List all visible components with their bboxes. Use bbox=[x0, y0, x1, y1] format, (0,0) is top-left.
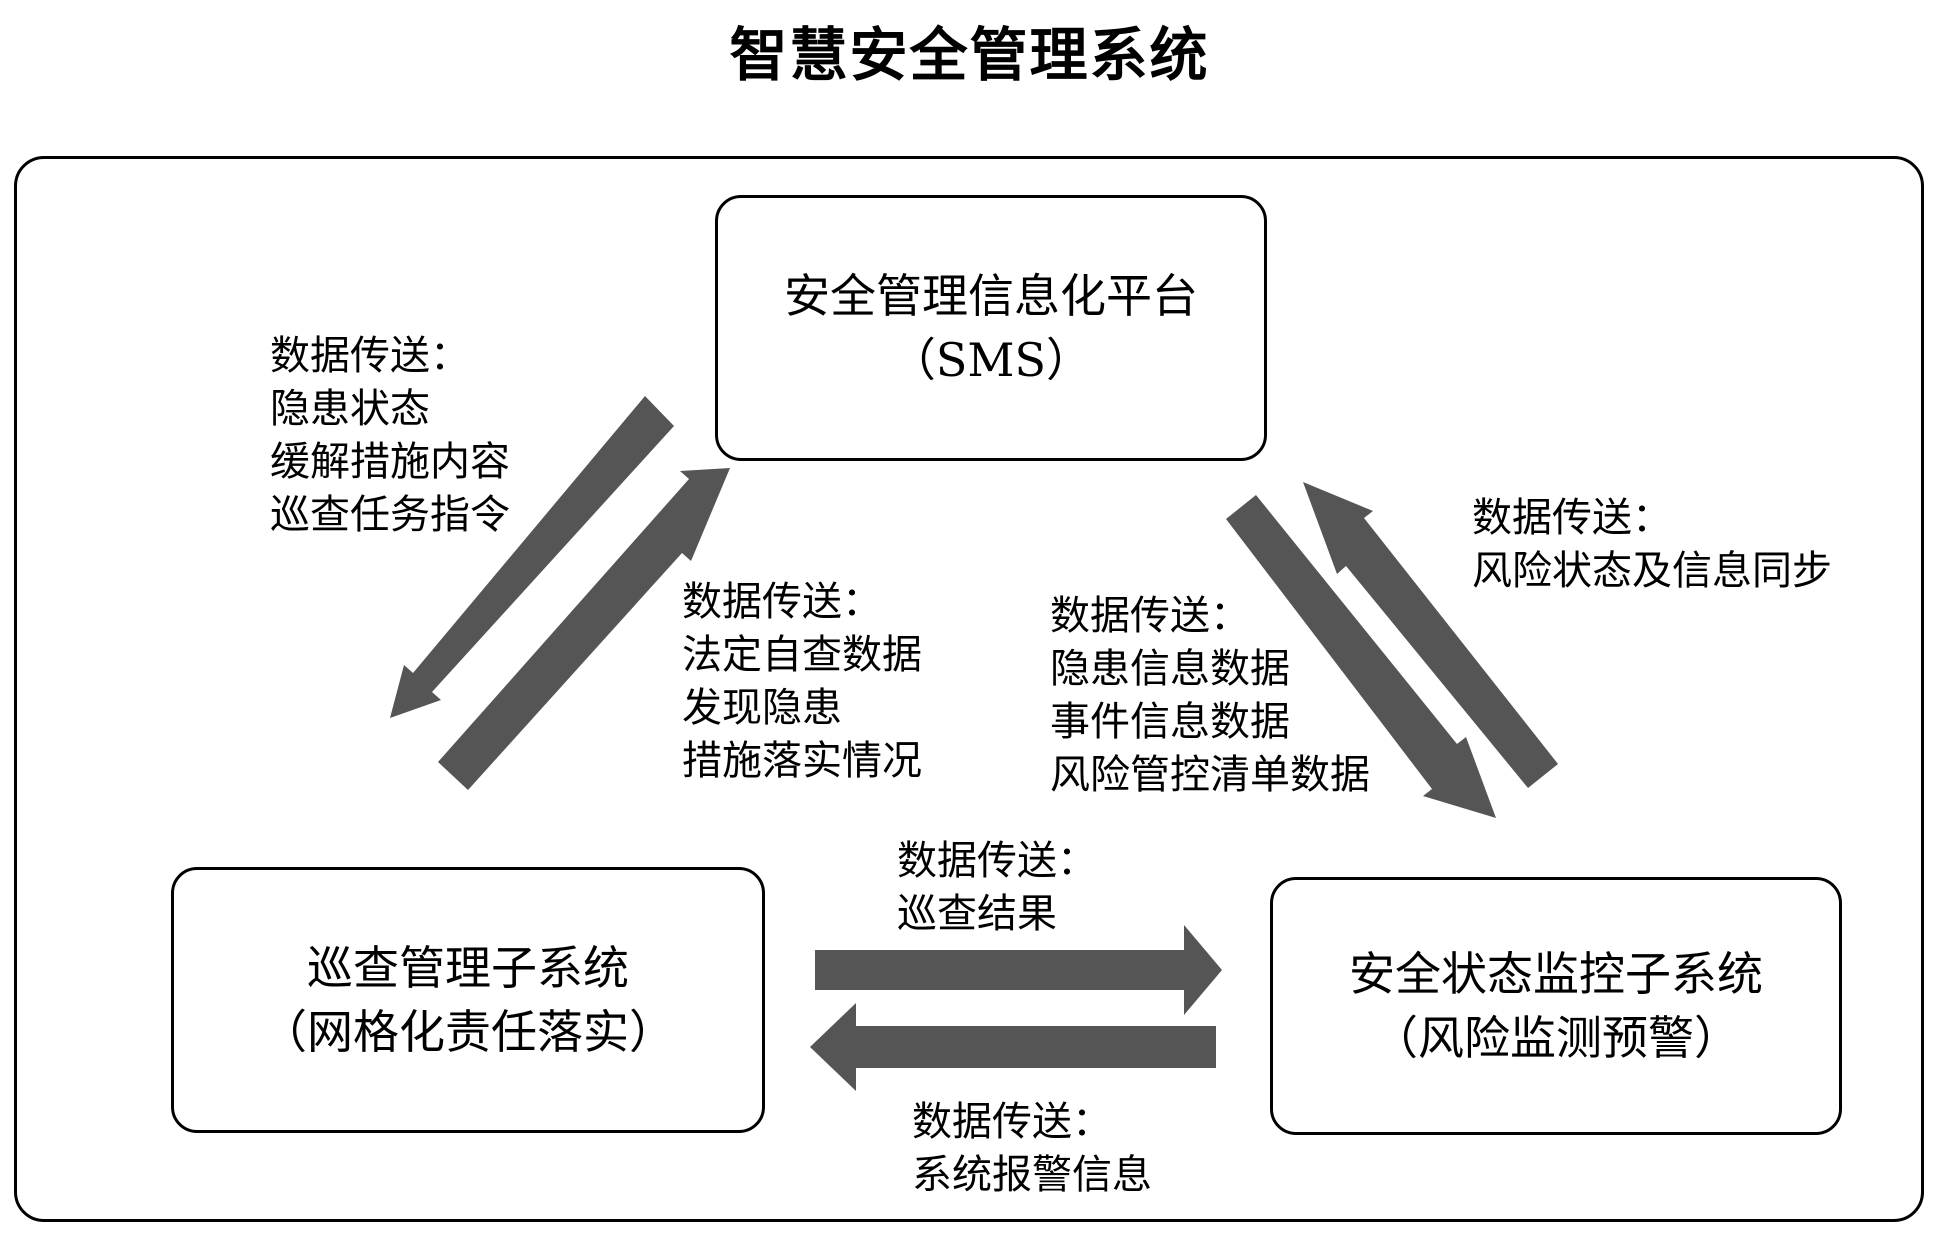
flow-item: 法定自查数据 bbox=[682, 629, 922, 682]
monitor-subsystem-box: 安全状态监控子系统 （风险监测预警） bbox=[1270, 877, 1842, 1135]
flow-heading: 数据传送： bbox=[1050, 590, 1370, 643]
sms-platform-subtitle: （SMS） bbox=[890, 328, 1092, 392]
flow-item: 隐患状态 bbox=[270, 383, 510, 436]
label-monitor-to-patrol: 数据传送： 系统报警信息 bbox=[912, 1096, 1152, 1202]
sms-platform-title: 安全管理信息化平台 bbox=[784, 264, 1198, 328]
flow-heading: 数据传送： bbox=[682, 576, 922, 629]
flow-heading: 数据传送： bbox=[912, 1096, 1152, 1149]
label-patrol-to-monitor: 数据传送： 巡查结果 bbox=[897, 835, 1097, 941]
flow-item: 巡查任务指令 bbox=[270, 489, 510, 542]
flow-item: 隐患信息数据 bbox=[1050, 643, 1370, 696]
flow-heading: 数据传送： bbox=[897, 835, 1097, 888]
label-monitor-to-sms: 数据传送： 风险状态及信息同步 bbox=[1472, 492, 1832, 598]
label-patrol-to-sms: 数据传送： 法定自查数据 发现隐患 措施落实情况 bbox=[682, 576, 922, 788]
sms-platform-box: 安全管理信息化平台 （SMS） bbox=[715, 195, 1267, 461]
flow-item: 巡查结果 bbox=[897, 888, 1097, 941]
patrol-subsystem-title: 巡查管理子系统 bbox=[307, 936, 629, 1000]
flow-item: 事件信息数据 bbox=[1050, 696, 1370, 749]
flow-item: 系统报警信息 bbox=[912, 1149, 1152, 1202]
flow-item: 发现隐患 bbox=[682, 682, 922, 735]
arrow-monitor-to-patrol bbox=[810, 1003, 1216, 1091]
patrol-subsystem-subtitle: （网格化责任落实） bbox=[261, 1000, 675, 1064]
monitor-subsystem-title: 安全状态监控子系统 bbox=[1349, 942, 1763, 1006]
monitor-subsystem-subtitle: （风险监测预警） bbox=[1372, 1006, 1740, 1070]
label-sms-to-monitor: 数据传送： 隐患信息数据 事件信息数据 风险管控清单数据 bbox=[1050, 590, 1370, 802]
flow-heading: 数据传送： bbox=[1472, 492, 1832, 545]
patrol-subsystem-box: 巡查管理子系统 （网格化责任落实） bbox=[171, 867, 765, 1133]
flow-item: 缓解措施内容 bbox=[270, 436, 510, 489]
flow-item: 风险管控清单数据 bbox=[1050, 749, 1370, 802]
flow-item: 风险状态及信息同步 bbox=[1472, 545, 1832, 598]
label-sms-to-patrol: 数据传送： 隐患状态 缓解措施内容 巡查任务指令 bbox=[270, 330, 510, 542]
flow-item: 措施落实情况 bbox=[682, 735, 922, 788]
flow-heading: 数据传送： bbox=[270, 330, 510, 383]
